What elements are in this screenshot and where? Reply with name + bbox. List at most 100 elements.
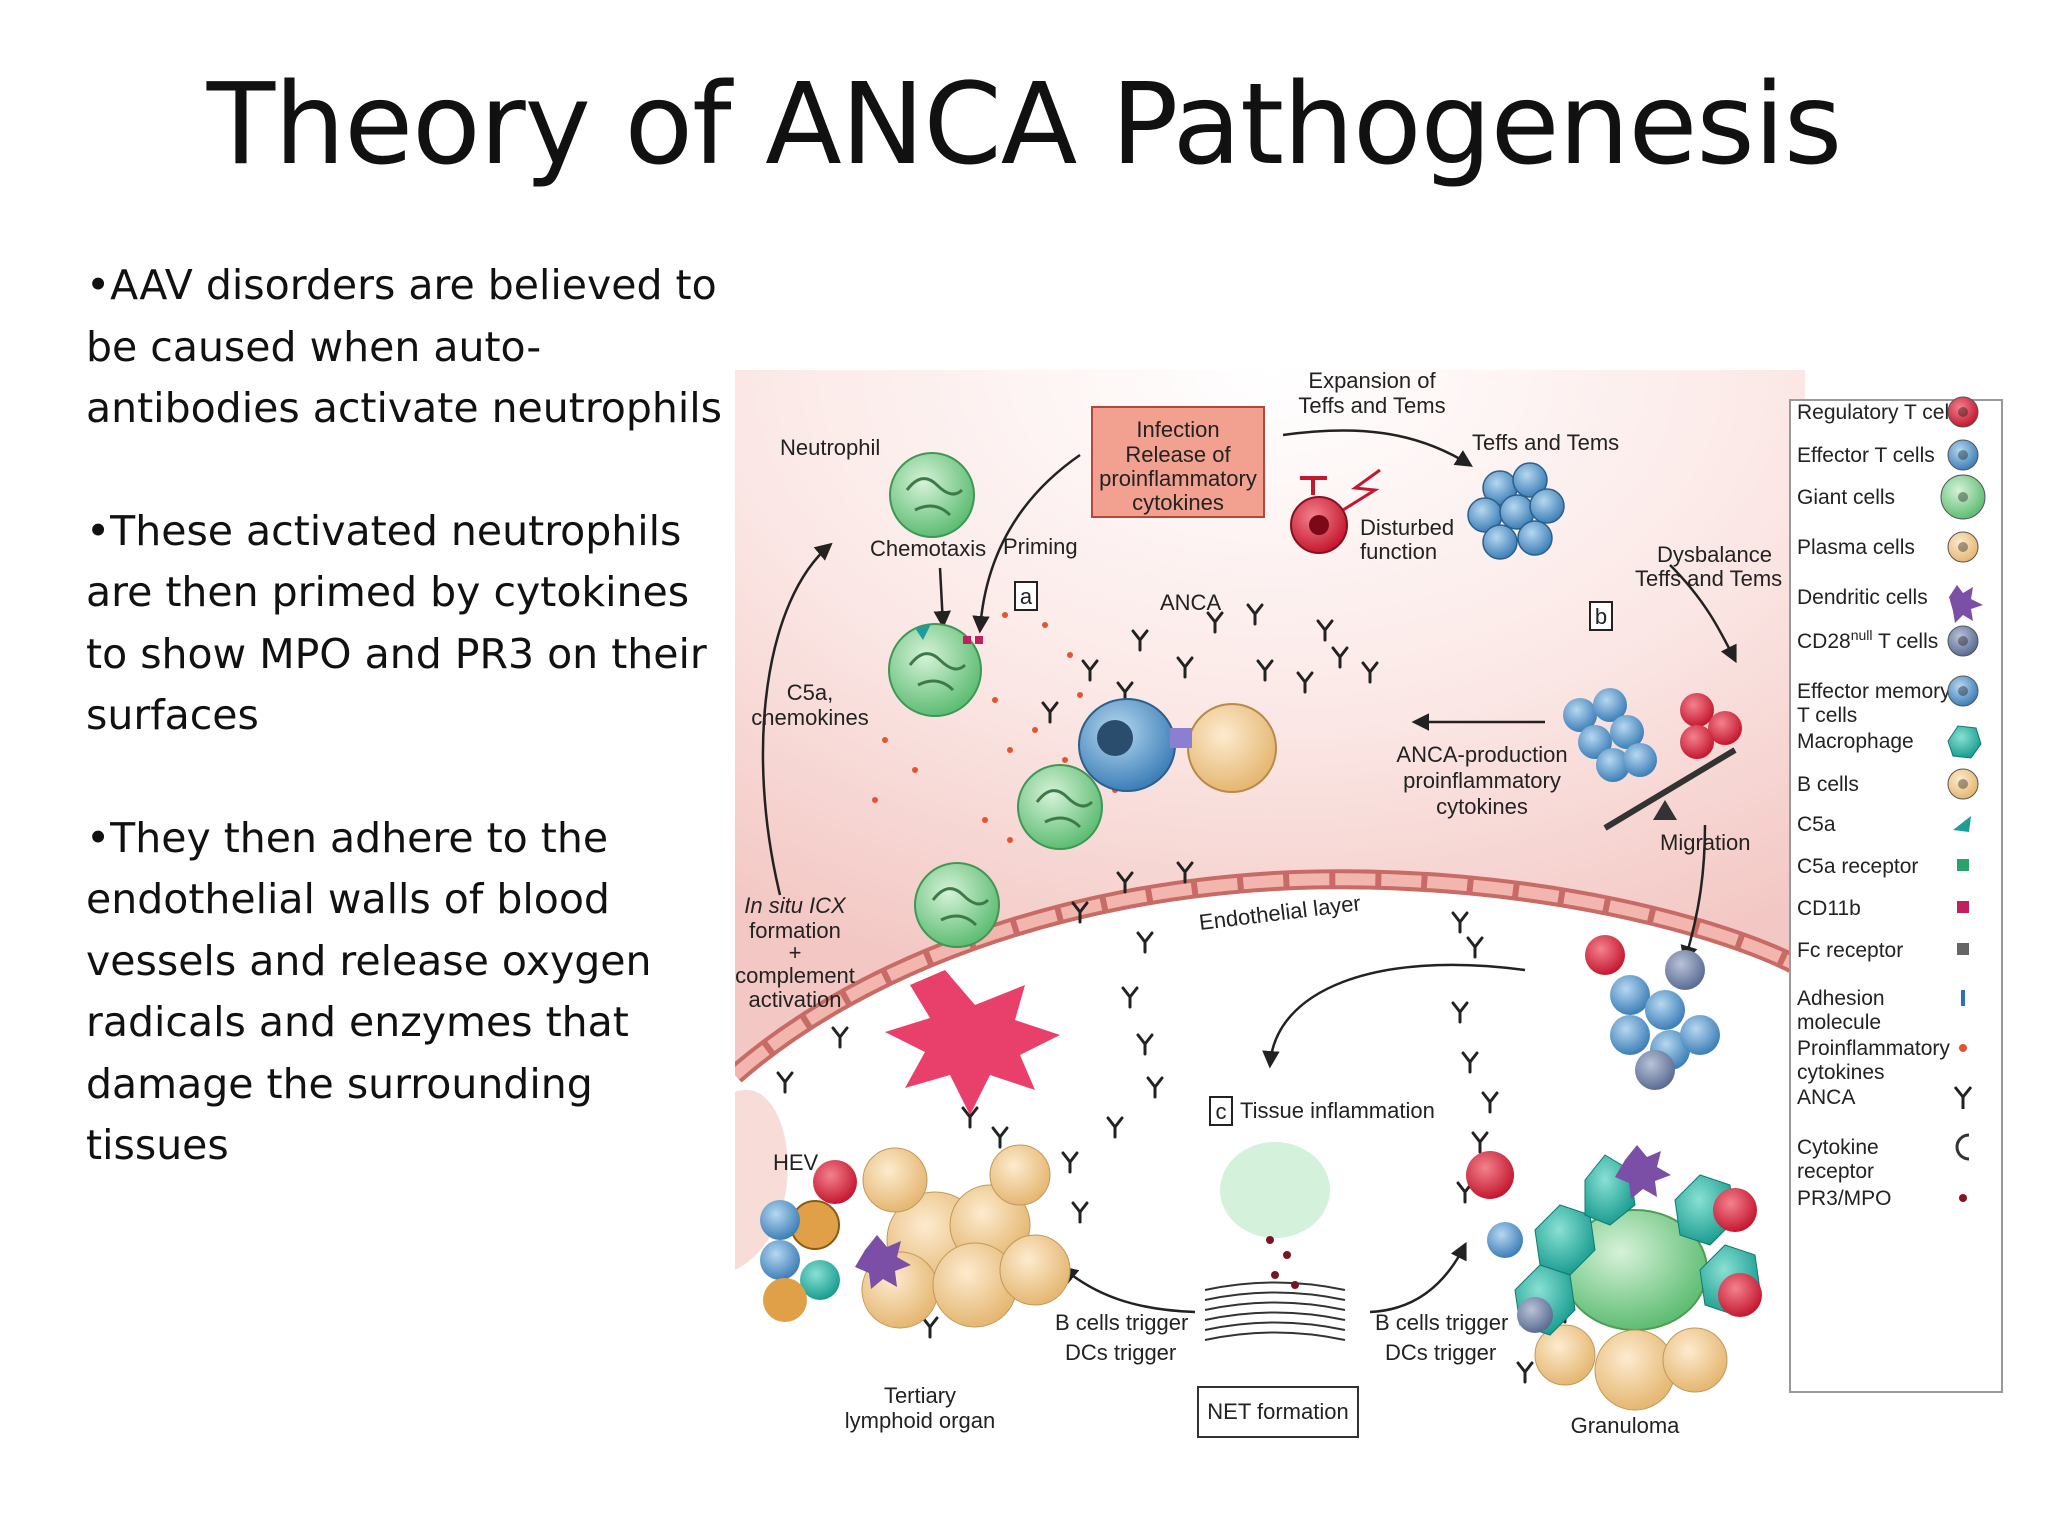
legend-item-plasma-cells: Plasma cells bbox=[1797, 531, 1979, 563]
bullet-item: •They then adhere to the endothelial wal… bbox=[86, 813, 652, 1170]
label-dysbalance: Dysbalance bbox=[1657, 542, 1772, 567]
label-dysbalance-2: Teffs and Tems bbox=[1635, 566, 1782, 591]
legend-item-macrophage: Macrophage bbox=[1797, 725, 1982, 759]
crescent-icon bbox=[1955, 1133, 1970, 1161]
b-cell-plasma-pair bbox=[1078, 698, 1277, 793]
legend-item-cd11b: CD11b bbox=[1797, 897, 1969, 920]
green-receptor-icon bbox=[1957, 859, 1969, 871]
label-granuloma: Granuloma bbox=[1571, 1413, 1681, 1438]
label-dcs-trigger-left: DCs trigger bbox=[1065, 1340, 1176, 1365]
label-panel-a: a bbox=[1020, 584, 1033, 609]
teal-cell-icon bbox=[1947, 725, 1982, 759]
label-neutrophil: Neutrophil bbox=[780, 435, 880, 460]
label-insitu: In situ ICX bbox=[744, 893, 847, 918]
svg-text:Fc receptor: Fc receptor bbox=[1797, 939, 1903, 962]
tissue-damage-burst bbox=[885, 970, 1060, 1115]
svg-text:Cytokine: Cytokine bbox=[1797, 1136, 1879, 1159]
label-disturbed-2: function bbox=[1360, 539, 1437, 564]
label-tertiary: Tertiary bbox=[884, 1383, 956, 1408]
label-insitu-2: formation bbox=[749, 918, 841, 943]
blue-cell-icon bbox=[1947, 439, 1979, 471]
red-cell-icon bbox=[1947, 396, 1979, 428]
label-expansion-2: Teffs and Tems bbox=[1298, 393, 1445, 418]
tan-cell-icon bbox=[1947, 531, 1979, 563]
label-tissue-inflammation: Tissue inflammation bbox=[1240, 1098, 1435, 1123]
label-c5a-2: chemokines bbox=[751, 705, 868, 730]
label-b-cells-trigger-left: B cells trigger bbox=[1055, 1310, 1188, 1335]
svg-text:molecule: molecule bbox=[1797, 1011, 1881, 1034]
green-giant-cell-icon bbox=[1940, 474, 1986, 520]
svg-text:cytokines: cytokines bbox=[1132, 490, 1224, 515]
dysbalance-seesaw bbox=[1563, 688, 1742, 831]
svg-text:Giant cells: Giant cells bbox=[1797, 486, 1895, 509]
svg-text:Effector memory: Effector memory bbox=[1797, 680, 1951, 703]
svg-text:B cells: B cells bbox=[1797, 773, 1859, 796]
magenta-receptor-icon bbox=[1957, 901, 1969, 913]
legend-item-regulatory-t-cells: Regulatory T cells bbox=[1797, 396, 1979, 428]
label-anca: ANCA bbox=[1160, 590, 1221, 615]
label-hev: HEV bbox=[773, 1150, 819, 1175]
svg-text:Infection: Infection bbox=[1136, 417, 1219, 442]
antibody-icon bbox=[1953, 1086, 1973, 1109]
teal-blue-cell-icon bbox=[1947, 675, 1979, 707]
label-dcs-trigger-right: DCs trigger bbox=[1385, 1340, 1496, 1365]
svg-text:T cells: T cells bbox=[1797, 704, 1857, 727]
slate-cell-icon bbox=[1947, 625, 1979, 657]
legend-item-cd28: CD28null T cells bbox=[1797, 625, 1979, 657]
label-tertiary-2: lymphoid organ bbox=[845, 1408, 995, 1433]
label-priming: Priming bbox=[1003, 534, 1078, 559]
teal-triangle-icon bbox=[1953, 816, 1971, 832]
svg-text:Macrophage: Macrophage bbox=[1797, 730, 1914, 753]
legend-item-giant-cells: Giant cells bbox=[1797, 474, 1986, 520]
legend-item-c5a: C5a bbox=[1797, 813, 1971, 836]
svg-text:Adhesion: Adhesion bbox=[1797, 987, 1885, 1010]
purple-star-cell-icon bbox=[1949, 585, 1983, 623]
label-anca-production-2: proinflammatory bbox=[1403, 768, 1561, 793]
bullet-list: •AAV disorders are believed to be caused… bbox=[86, 255, 736, 1238]
label-chemotaxis: Chemotaxis bbox=[870, 536, 986, 561]
label-teffs-tems: Teffs and Tems bbox=[1472, 430, 1619, 455]
bullet-item: •These activated neutrophils are then pr… bbox=[86, 506, 707, 740]
infection-box: Infection Release of proinflammatory cyt… bbox=[1091, 406, 1265, 518]
svg-text:Proinflammatory: Proinflammatory bbox=[1797, 1037, 1950, 1060]
svg-text:C5a receptor: C5a receptor bbox=[1797, 855, 1918, 878]
regulatory-t-cell bbox=[1290, 468, 1381, 554]
label-panel-c: c bbox=[1216, 1099, 1227, 1124]
svg-text:Effector T cells: Effector T cells bbox=[1797, 444, 1935, 467]
label-net-formation: NET formation bbox=[1207, 1399, 1348, 1424]
legend-item-c5a-receptor: C5a receptor bbox=[1797, 855, 1969, 878]
svg-text:PR3/MPO: PR3/MPO bbox=[1797, 1187, 1892, 1210]
svg-text:Release of: Release of bbox=[1125, 442, 1231, 467]
svg-text:C5a: C5a bbox=[1797, 813, 1836, 836]
tertiary-lymphoid-organ bbox=[760, 1144, 1071, 1329]
bullet-item: •AAV disorders are believed to be caused… bbox=[86, 261, 723, 432]
label-c5a: C5a, bbox=[787, 680, 833, 705]
legend-item-effector-t-cells: Effector T cells bbox=[1797, 439, 1979, 471]
granuloma bbox=[1466, 1145, 1762, 1411]
svg-text:cytokines: cytokines bbox=[1797, 1061, 1885, 1084]
blue-bar-icon bbox=[1961, 990, 1965, 1006]
slide-title: Theory of ANCA Pathogenesis bbox=[206, 60, 1842, 190]
svg-text:Regulatory T cells: Regulatory T cells bbox=[1797, 401, 1964, 424]
label-disturbed: Disturbed bbox=[1360, 515, 1454, 540]
pathway-arrows bbox=[761, 429, 1737, 1314]
orange-dot-icon bbox=[1959, 1044, 1967, 1052]
svg-text:Plasma cells: Plasma cells bbox=[1797, 536, 1915, 559]
legend-item-b-cells: B cells bbox=[1797, 768, 1979, 800]
label-insitu-4: complement bbox=[735, 963, 855, 988]
maroon-dot-icon bbox=[1959, 1194, 1967, 1202]
svg-text:proinflammatory: proinflammatory bbox=[1099, 466, 1257, 491]
teffs-tems-cluster bbox=[1467, 462, 1565, 560]
label-panel-b: b bbox=[1595, 604, 1607, 629]
migrating-t-cells bbox=[1585, 935, 1720, 1090]
anca-pathogenesis-diagram: Infection Release of proinflammatory cyt… bbox=[735, 370, 2003, 1438]
label-endothelial: Endothelial layer bbox=[1198, 890, 1363, 935]
label-expansion: Expansion of bbox=[1308, 370, 1436, 393]
legend-item-fc-receptor: Fc receptor bbox=[1797, 939, 1969, 962]
label-anca-production: ANCA-production bbox=[1396, 742, 1567, 767]
svg-text:CD11b: CD11b bbox=[1797, 897, 1861, 920]
